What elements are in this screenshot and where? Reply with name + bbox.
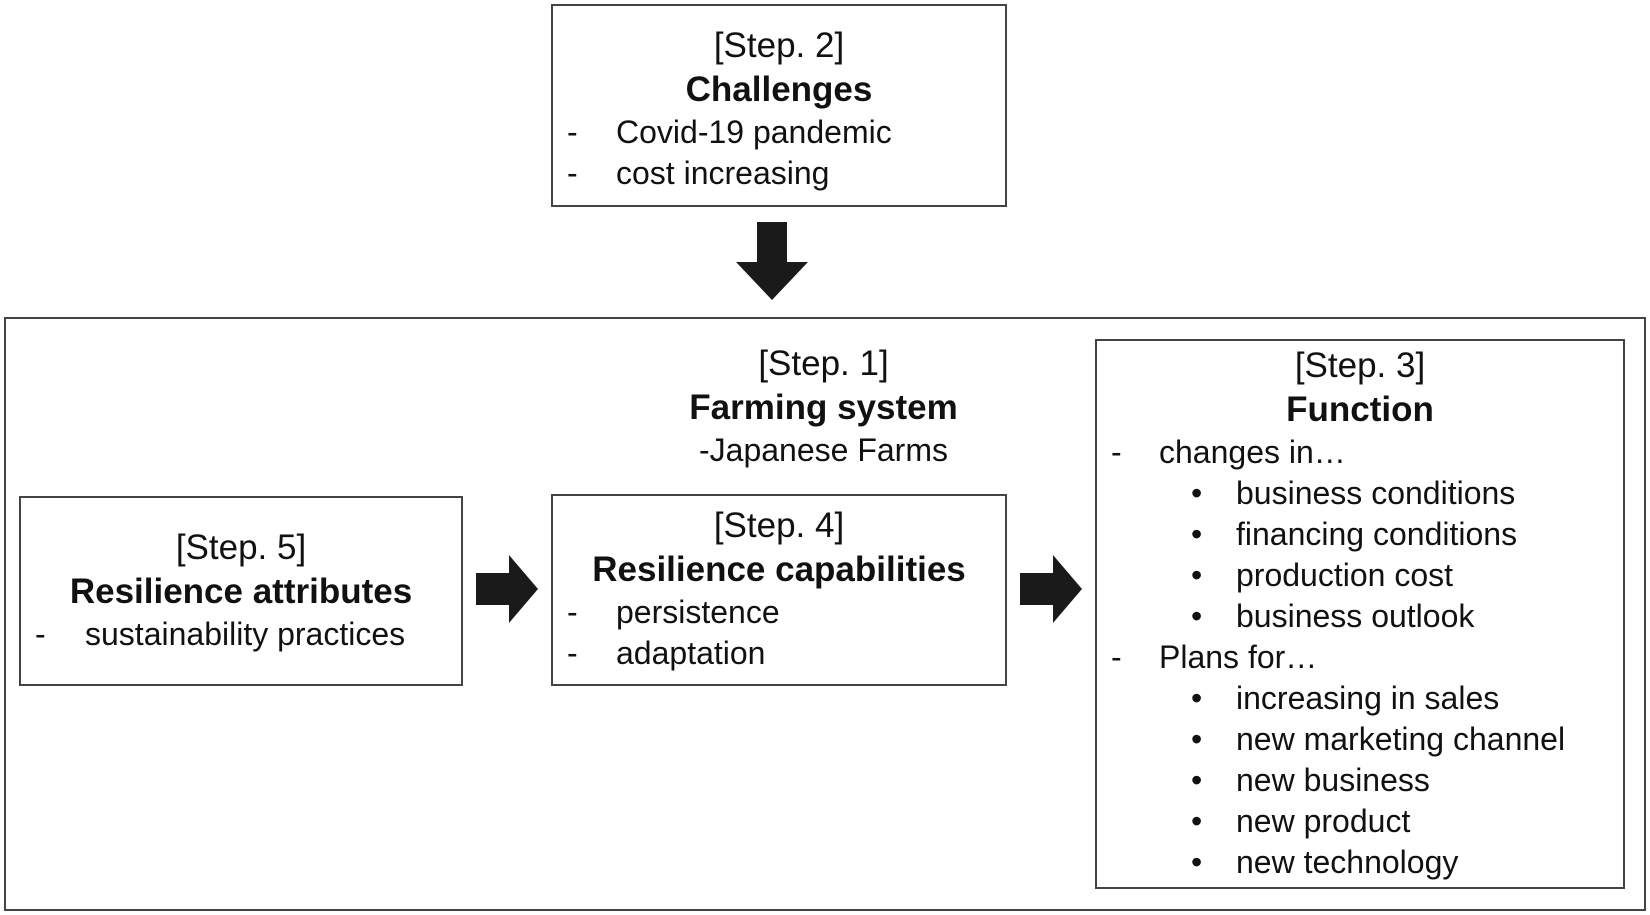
step5-label: [Step. 5] bbox=[175, 528, 307, 567]
dash-marker: - bbox=[567, 155, 578, 191]
bullet-marker: • bbox=[1191, 475, 1203, 511]
resilience-attributes-box: [Step. 5] Resilience attributes - sustai… bbox=[19, 496, 463, 686]
list-item: • new product bbox=[1111, 801, 1623, 842]
right-arrow-icon bbox=[476, 555, 538, 623]
bullet-marker: • bbox=[1191, 598, 1203, 634]
list-item: • financing conditions bbox=[1111, 514, 1623, 555]
list-item: - adaptation bbox=[567, 633, 1005, 674]
challenges-box: [Step. 2] Challenges - Covid-19 pandemic… bbox=[551, 4, 1007, 207]
dash-marker: - bbox=[1111, 639, 1122, 675]
list-item: - persistence bbox=[567, 592, 1005, 633]
list-item: - Covid-19 pandemic bbox=[567, 112, 1005, 153]
step1-subtitle: -Japanese Farms bbox=[699, 432, 948, 468]
group-heading: - Plans for… bbox=[1111, 637, 1623, 678]
list-item: - cost increasing bbox=[567, 153, 1005, 194]
dash-marker: - bbox=[567, 114, 578, 150]
step5-title: Resilience attributes bbox=[69, 572, 413, 611]
step3-title: Function bbox=[1286, 390, 1434, 429]
list-item: • business conditions bbox=[1111, 473, 1623, 514]
step4-title: Resilience capabilities bbox=[592, 550, 966, 589]
step1-title: Farming system bbox=[689, 388, 958, 427]
bullet-marker: • bbox=[1191, 516, 1203, 552]
bullet-marker: • bbox=[1191, 844, 1203, 880]
bullet-marker: • bbox=[1191, 680, 1203, 716]
step2-title: Challenges bbox=[685, 70, 873, 109]
list-item: • business outlook bbox=[1111, 596, 1623, 637]
step3-label: [Step. 3] bbox=[1294, 346, 1426, 385]
dash-marker: - bbox=[567, 635, 578, 671]
farming-system-heading: [Step. 1] Farming system -Japanese Farms bbox=[651, 342, 996, 470]
list-item: • new technology bbox=[1111, 842, 1623, 883]
step2-label: [Step. 2] bbox=[713, 26, 845, 65]
bullet-marker: • bbox=[1191, 557, 1203, 593]
step1-label: [Step. 1] bbox=[758, 344, 889, 383]
list-item: • increasing in sales bbox=[1111, 678, 1623, 719]
function-box: [Step. 3] Function - changes in… • busin… bbox=[1095, 339, 1625, 889]
list-item: • production cost bbox=[1111, 555, 1623, 596]
bullet-marker: • bbox=[1191, 803, 1203, 839]
dash-marker: - bbox=[35, 616, 46, 652]
list-item: • new business bbox=[1111, 760, 1623, 801]
group-heading: - changes in… bbox=[1111, 432, 1623, 473]
right-arrow-icon bbox=[1020, 555, 1082, 623]
capabilities-list: - persistence - adaptation bbox=[567, 592, 1005, 674]
down-arrow-icon bbox=[736, 222, 808, 300]
function-list: - changes in… • business conditions • fi… bbox=[1111, 432, 1623, 883]
dash-marker: - bbox=[567, 594, 578, 630]
bullet-marker: • bbox=[1191, 762, 1203, 798]
attributes-list: - sustainability practices bbox=[35, 614, 461, 655]
step4-label: [Step. 4] bbox=[713, 506, 845, 545]
list-item: - sustainability practices bbox=[35, 614, 461, 655]
resilience-capabilities-box: [Step. 4] Resilience capabilities - pers… bbox=[551, 494, 1007, 686]
bullet-marker: • bbox=[1191, 721, 1203, 757]
challenges-list: - Covid-19 pandemic - cost increasing bbox=[567, 112, 1005, 194]
list-item: • new marketing channel bbox=[1111, 719, 1623, 760]
dash-marker: - bbox=[1111, 434, 1122, 470]
